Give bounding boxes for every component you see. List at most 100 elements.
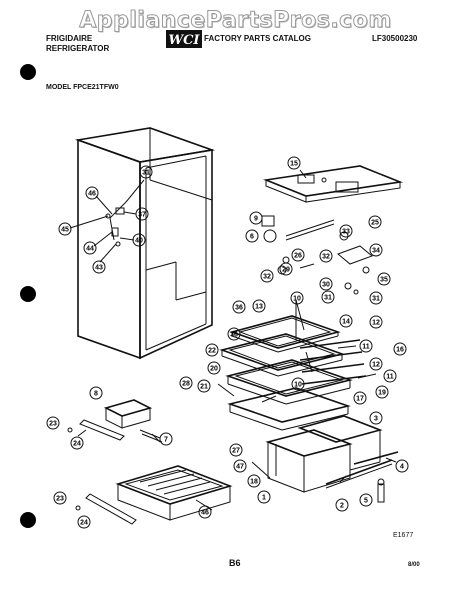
callout-4: 4 (395, 459, 409, 473)
callout-22-text: 22 (208, 348, 216, 355)
callout-11-b-text: 11 (386, 374, 394, 381)
callout-4-text: 4 (400, 464, 404, 471)
callout-43: 44 (83, 241, 97, 255)
callout-27: 27 (229, 443, 243, 457)
figure-code: E1677 (393, 532, 414, 539)
callout-37: 35 (377, 272, 391, 286)
callout-40-text: 37 (138, 212, 146, 219)
control-components (261, 215, 373, 295)
callout-10-mid: 10 (291, 377, 305, 391)
callout-6-text: 6 (250, 234, 254, 241)
callout-15: 15 (287, 156, 301, 170)
catalog-number: LF30500230 (372, 34, 418, 43)
binder-hole-middle (20, 286, 36, 302)
callout-26: 26 (291, 248, 305, 262)
callout-28: 28 (179, 376, 193, 390)
brand-line-1: FRIGIDAIRE (46, 34, 93, 43)
callout-30-text: 30 (322, 282, 330, 289)
brand-line-2: REFRIGERATOR (46, 44, 110, 53)
callout-47-text: 47 (236, 464, 244, 471)
binder-hole-top (20, 64, 36, 80)
callout-36: 34 (369, 243, 383, 257)
callout-11-a: 11 (359, 339, 373, 353)
callout-30: 30 (319, 277, 333, 291)
callout-29: 29 (279, 262, 293, 276)
callout-12-b: 12 (369, 357, 383, 371)
callout-7: 7 (159, 432, 173, 446)
callout-33b-text: 31 (372, 296, 380, 303)
crisper-drawers (265, 415, 383, 493)
callout-10-top-text: 10 (293, 296, 301, 303)
callout-26-text: 26 (294, 253, 302, 260)
callout-45: 46 (85, 186, 99, 200)
callout-24-bottom-text: 24 (80, 520, 88, 527)
callout-25: 25 (368, 215, 382, 229)
meat-keeper-drawer (115, 465, 233, 521)
callout-25-text: 25 (371, 220, 379, 227)
callout-19: 19 (375, 385, 389, 399)
callout-8-text: 8 (94, 391, 98, 398)
callout-9: 9 (249, 211, 263, 225)
callout-41-text: 40 (135, 238, 143, 245)
callout-37-text: 35 (380, 277, 388, 284)
page-code: B6 (229, 558, 241, 568)
callout-20: 20 (207, 361, 221, 375)
callout-35: 33 (339, 224, 353, 238)
callout-10-top: 10 (290, 291, 304, 305)
binder-hole-bottom (20, 512, 36, 528)
callout-28-text: 28 (182, 381, 190, 388)
part-5-pin (377, 478, 385, 503)
callout-33-text: 31 (142, 170, 150, 177)
callout-46-text: 46 (201, 510, 209, 517)
callout-12-b-text: 12 (372, 362, 380, 369)
callout-6: 6 (245, 229, 259, 243)
callout-39-text: 36 (235, 305, 243, 312)
callout-44-text: 45 (61, 227, 69, 234)
callout-32: 32 (260, 269, 274, 283)
callout-23-bottom-text: 23 (56, 496, 64, 503)
callout-31: 31 (321, 290, 335, 304)
callout-39b: 36 (227, 327, 241, 341)
callout-2-text: 2 (340, 503, 344, 510)
callout-8: 8 (89, 386, 103, 400)
callout-22: 22 (205, 343, 219, 357)
callout-21: 21 (197, 379, 211, 393)
callout-43-text: 44 (86, 246, 94, 253)
callout-5: 5 (359, 493, 373, 507)
callout-23-top: 23 (46, 416, 60, 430)
leader-lines (69, 169, 397, 511)
callout-32-text: 32 (263, 274, 271, 281)
callout-1-text: 1 (262, 495, 266, 502)
crisper-rails (325, 451, 399, 489)
wci-logo: WCI (166, 30, 202, 48)
callout-14: 14 (339, 314, 353, 328)
callout-24-bottom: 24 (77, 515, 91, 529)
callout-13: 13 (252, 299, 266, 313)
callout-46: 46 (198, 505, 212, 519)
callout-33b: 31 (369, 291, 383, 305)
callout-17-text: 17 (356, 396, 364, 403)
callout-16: 16 (393, 342, 407, 356)
callout-11-b: 11 (383, 369, 397, 383)
callout-3-text: 3 (374, 416, 378, 423)
callout-27-text: 27 (232, 448, 240, 455)
callout-42: 43 (92, 260, 106, 274)
callout-35-text: 33 (342, 229, 350, 236)
callout-18: 18 (247, 474, 261, 488)
callout-33: 31 (139, 165, 153, 179)
callout-45-text: 46 (88, 191, 96, 198)
watermark: AppliancePartsPros.com (79, 8, 392, 34)
logo-text: WCI (168, 33, 200, 48)
callout-12-top: 12 (369, 315, 383, 329)
callout-20-text: 20 (210, 366, 218, 373)
callout-18-text: 18 (250, 479, 258, 486)
callout-3: 3 (369, 411, 383, 425)
callout-9-text: 9 (254, 216, 258, 223)
callout-44: 45 (58, 222, 72, 236)
callout-11-a-text: 11 (362, 344, 370, 351)
callout-1: 1 (257, 490, 271, 504)
callout-16-text: 16 (396, 347, 404, 354)
callout-29-text: 29 (282, 267, 290, 274)
